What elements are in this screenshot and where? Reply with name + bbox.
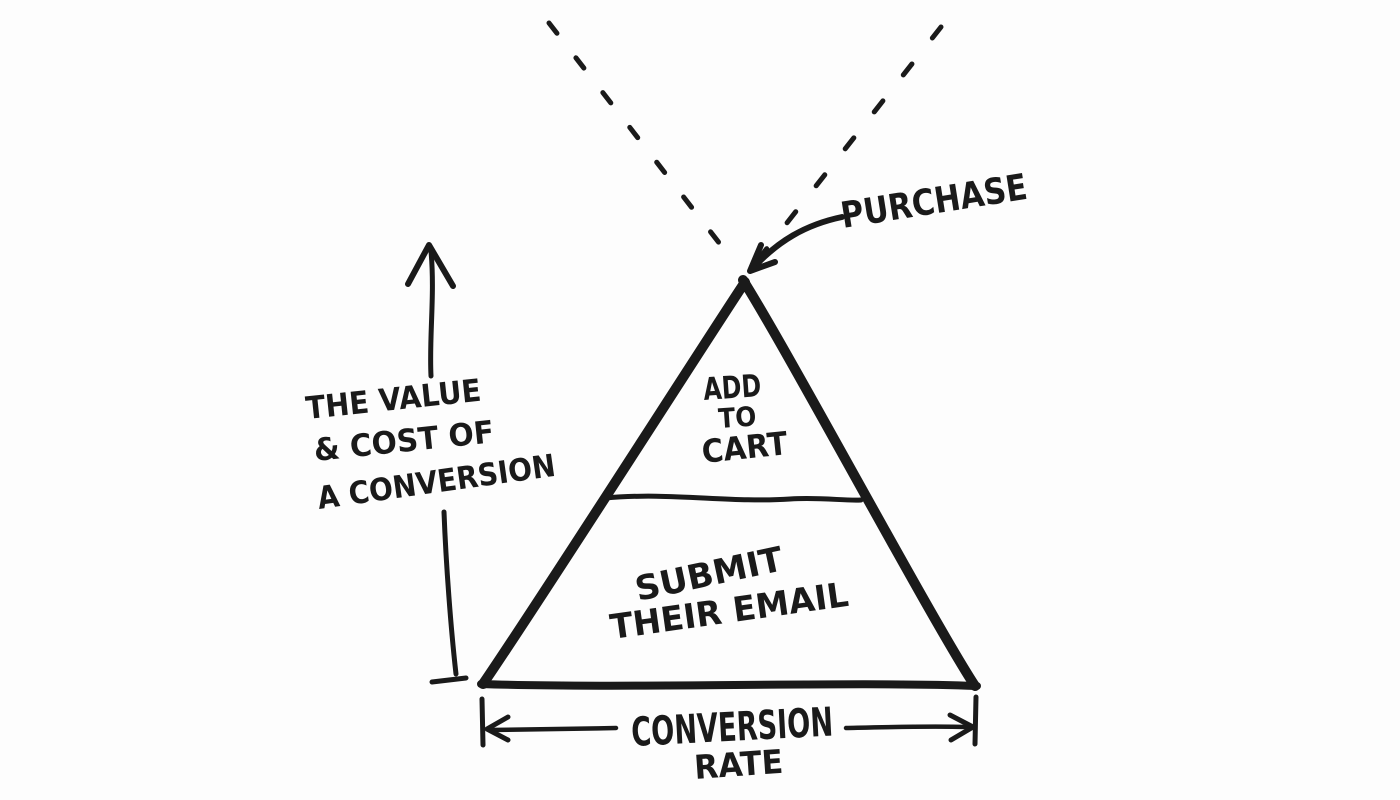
- pyramid-divider-line: [602, 493, 864, 503]
- value-axis-lower-shaft: [441, 509, 459, 677]
- submit-email-label: SUBMIT THEIR EMAIL: [608, 539, 851, 648]
- value-axis-end-tick: [429, 675, 469, 685]
- rate-axis-right-line: [843, 724, 970, 731]
- rate-axis-label-line1: CONVERSION: [630, 699, 834, 756]
- pyramid-right-side: [738, 275, 980, 691]
- rate-axis-left-tick: [479, 696, 486, 748]
- purchase-arrow: [753, 214, 845, 268]
- dashed-funnel-lines: [546, 20, 944, 269]
- rate-axis-left-line: [486, 725, 619, 733]
- dashed-line-right: [754, 24, 944, 264]
- add-to-cart-line3: CART: [700, 424, 790, 471]
- add-to-cart-line1: ADD: [702, 368, 762, 408]
- pyramid-base: [477, 680, 981, 690]
- add-to-cart-label: ADD TO CART: [700, 368, 790, 471]
- pyramid-left-side: [478, 277, 750, 689]
- rate-axis-label-line2: RATE: [693, 742, 785, 787]
- value-axis-upper-shaft: [428, 248, 435, 379]
- purchase-arrowhead-icon: [747, 242, 778, 274]
- pyramid: [477, 275, 981, 691]
- value-axis-arrowhead-icon: [405, 242, 456, 289]
- conversion-rate-axis: CONVERSION RATE: [479, 694, 979, 787]
- purchase-label: PURCHASE: [838, 167, 1030, 237]
- value-axis: THE VALUE & COST OF A CONVERSION: [304, 242, 558, 685]
- dashed-line-left: [546, 20, 740, 269]
- rate-axis-right-tick: [972, 694, 979, 747]
- add-to-cart-line2: TO: [717, 401, 757, 435]
